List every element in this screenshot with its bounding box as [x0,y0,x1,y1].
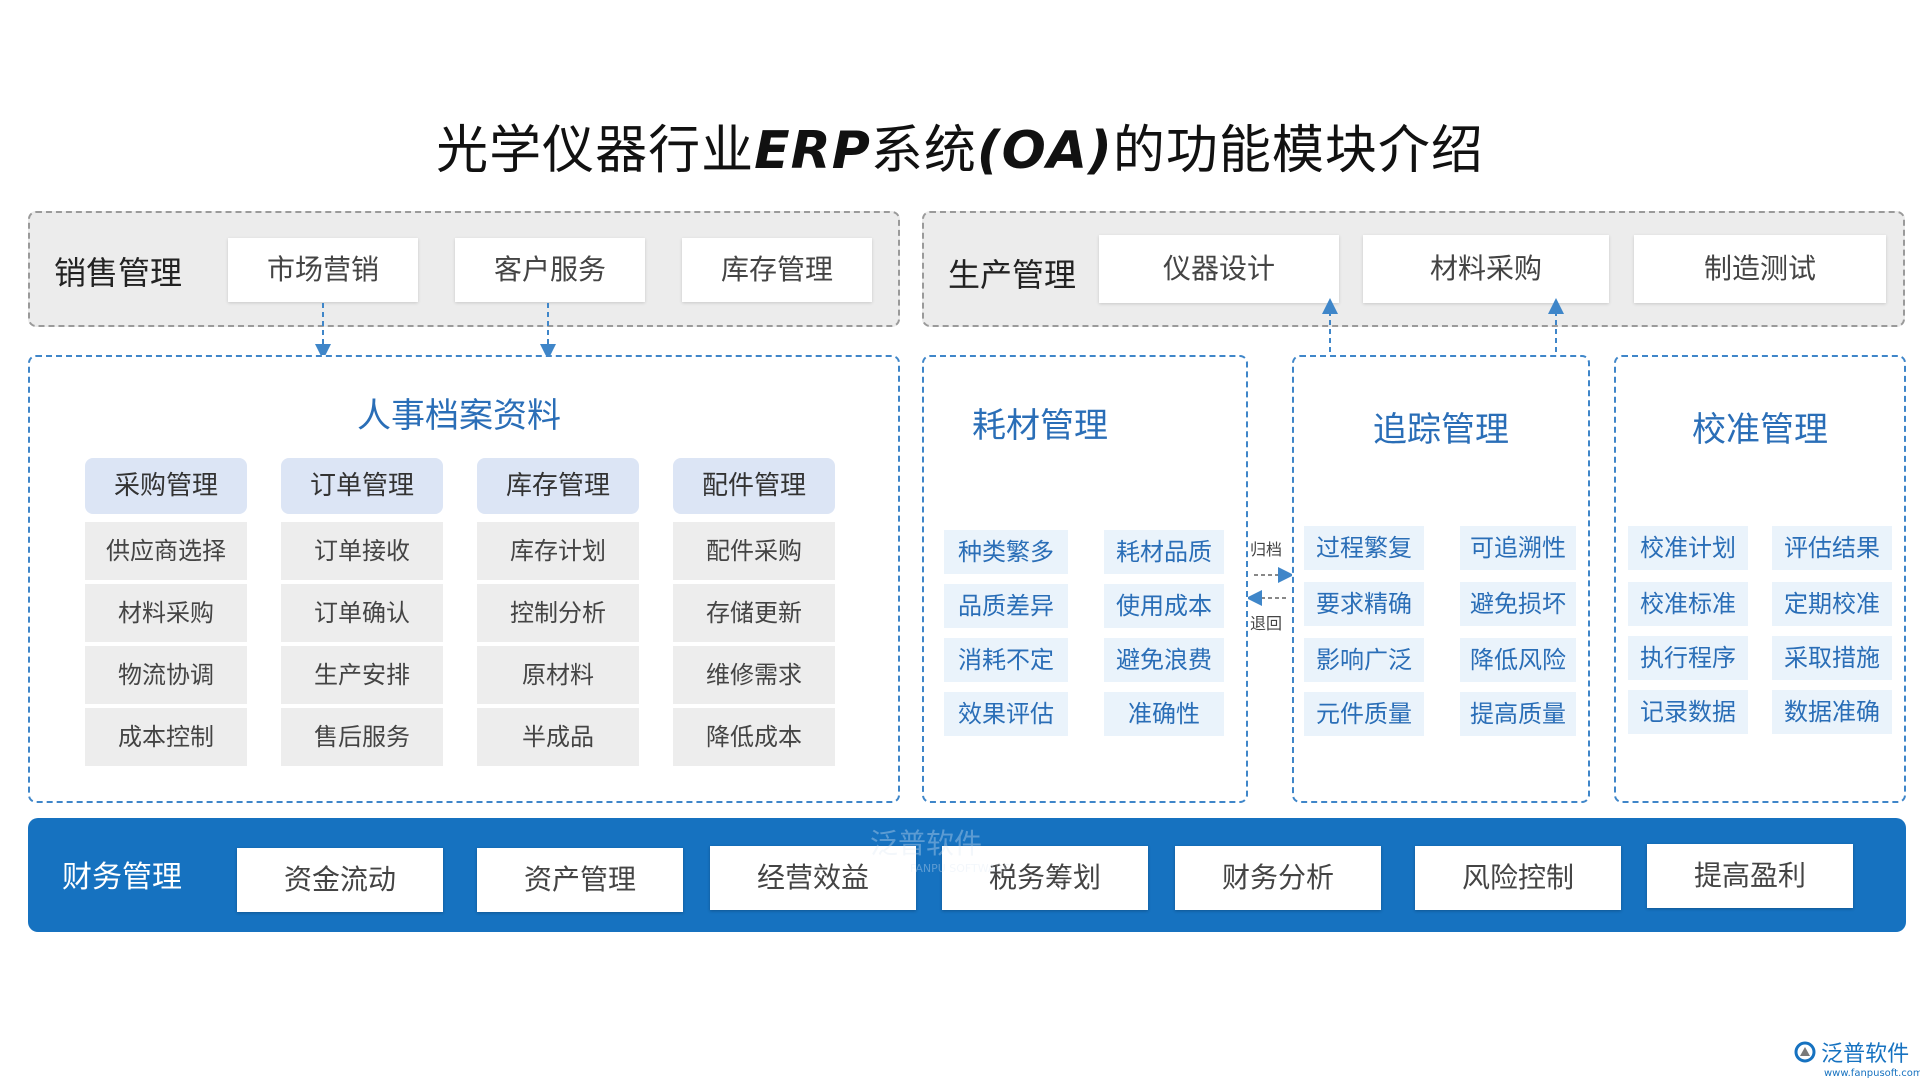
calibration-item: 执行程序 [1628,636,1748,680]
hr-cell: 降低成本 [673,708,835,766]
watermark-name: 泛普软件 [870,827,983,860]
tab-instrument-design[interactable]: 仪器设计 [1099,235,1339,303]
tab-material-purchase[interactable]: 材料采购 [1363,235,1609,303]
calibration-item: 记录数据 [1628,690,1748,734]
tracking-item: 降低风险 [1460,638,1576,682]
hr-cell: 半成品 [477,708,639,766]
calibration-item: 校准计划 [1628,526,1748,570]
consumables-item: 准确性 [1104,692,1224,736]
finance-button[interactable]: 经营效益 [710,846,916,910]
hr-cell: 成本控制 [85,708,247,766]
footer-logo: 泛普软件 www.fanpusoft.com [1794,1036,1920,1079]
calibration-item: 数据准确 [1772,690,1892,734]
fanpu-logo-icon [1794,1041,1816,1063]
watermark-sub: FANPU SOFTWARE [910,862,1011,875]
hr-cell: 控制分析 [477,584,639,642]
page-title: 光学仪器行业ERP系统(OA)的功能模块介绍 [436,121,1484,181]
tracking-item: 可追溯性 [1460,526,1576,570]
hr-cell: 维修需求 [673,646,835,704]
finance-button[interactable]: 资产管理 [477,848,683,912]
finance-button[interactable]: 资金流动 [237,848,443,912]
finance-button[interactable]: 财务分析 [1175,846,1381,910]
calibration-title: 校准管理 [1692,410,1828,450]
tab-inventory[interactable]: 库存管理 [682,238,872,302]
hr-cell: 订单确认 [281,584,443,642]
hr-cell: 配件采购 [673,522,835,580]
hr-cell: 库存计划 [477,522,639,580]
hr-cell: 原材料 [477,646,639,704]
calibration-item: 校准标准 [1628,582,1748,626]
head-purchase: 采购管理 [85,458,247,514]
hr-cell: 订单接收 [281,522,443,580]
tracking-item: 避免损坏 [1460,582,1576,626]
hr-title: 人事档案资料 [357,396,561,436]
production-label: 生产管理 [948,256,1077,294]
tab-manufacture-test[interactable]: 制造测试 [1634,235,1886,303]
head-stock: 库存管理 [477,458,639,514]
consumables-item: 效果评估 [944,692,1068,736]
hr-cell: 供应商选择 [85,522,247,580]
tab-marketing[interactable]: 市场营销 [228,238,418,302]
sales-label: 销售管理 [54,254,183,292]
watermark: 泛普软件 FANPU SOFTWARE [870,822,1010,875]
head-order: 订单管理 [281,458,443,514]
calibration-item: 评估结果 [1772,526,1892,570]
calibration-item: 定期校准 [1772,582,1892,626]
consumables-item: 消耗不定 [944,638,1068,682]
return-label: 退回 [1250,614,1283,633]
tracking-item: 要求精确 [1304,582,1424,626]
consumables-item: 避免浪费 [1104,638,1224,682]
consumables-item: 使用成本 [1104,584,1224,628]
tracking-item: 提高质量 [1460,692,1576,736]
hr-cell: 售后服务 [281,708,443,766]
consumables-item: 种类繁多 [944,530,1068,574]
consumables-item: 品质差异 [944,584,1068,628]
consumables-title: 耗材管理 [972,406,1108,446]
hr-cell: 存储更新 [673,584,835,642]
tracking-item: 过程繁复 [1304,526,1424,570]
archive-label: 归档 [1250,540,1283,559]
tracking-title: 追踪管理 [1373,410,1509,450]
tab-customer-service[interactable]: 客户服务 [455,238,645,302]
hr-cell: 材料采购 [85,584,247,642]
tracking-item: 元件质量 [1304,692,1424,736]
finance-button[interactable]: 税务筹划 [942,846,1148,910]
consumables-item: 耗材品质 [1104,530,1224,574]
calibration-item: 采取措施 [1772,636,1892,680]
tracking-item: 影响广泛 [1304,638,1424,682]
head-parts: 配件管理 [673,458,835,514]
hr-cell: 生产安排 [281,646,443,704]
footer-name: 泛普软件 [1821,1042,1910,1067]
finance-button[interactable]: 提高盈利 [1647,844,1853,908]
finance-button[interactable]: 风险控制 [1415,846,1621,910]
finance-label: 财务管理 [62,860,182,895]
footer-url: www.fanpusoft.com [1824,1068,1920,1079]
hr-cell: 物流协调 [85,646,247,704]
